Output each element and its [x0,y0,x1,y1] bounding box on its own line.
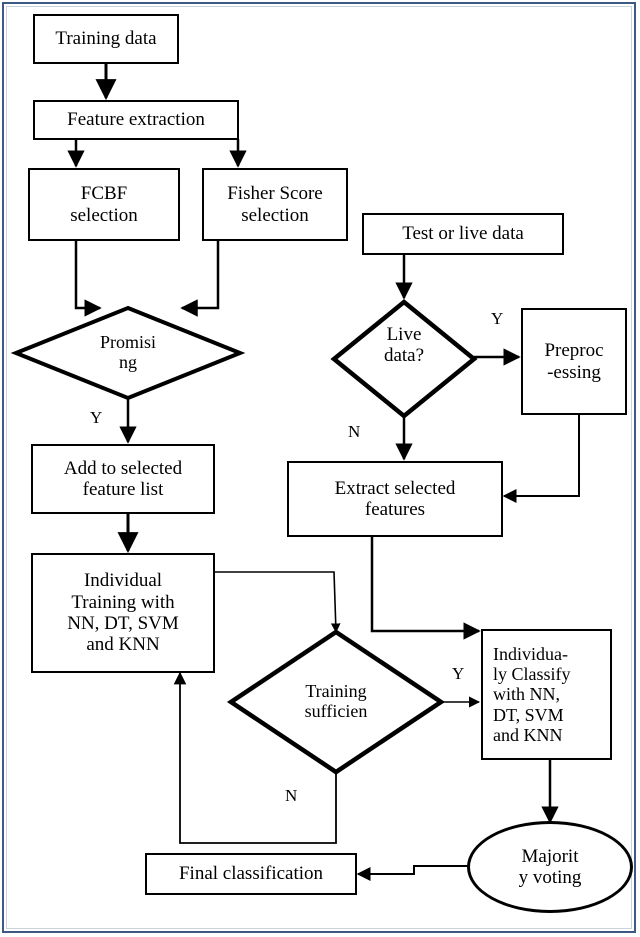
node-preprocessing[interactable]: Preproc -essing [521,308,627,415]
node-final-classification[interactable]: Final classification [145,853,357,895]
node-add-to-selected-feature-list[interactable]: Add to selected feature list [31,444,215,514]
node-feature-extraction[interactable]: Feature extraction [33,100,239,140]
node-training-data[interactable]: Training data [33,14,179,64]
live-data-diamond-shape [330,299,478,419]
edge-label-promising-yes: Y [90,408,103,427]
node-majority-voting[interactable]: Majorit y voting [467,821,633,913]
node-fcbf-selection[interactable]: FCBF selection [28,168,180,241]
node-individual-training[interactable]: Individual Training with NN, DT, SVM and… [31,553,215,673]
training-sufficient-diamond-shape [226,629,446,775]
node-promising[interactable]: Promisi ng [10,305,246,401]
node-test-or-live-data[interactable]: Test or live data [362,213,564,255]
edge-label-live-data-no: N [348,422,361,441]
node-individually-classify[interactable]: Individua- ly Classify with NN, DT, SVM … [481,629,612,760]
edge-label-training-yes: Y [452,664,465,683]
node-extract-selected-features[interactable]: Extract selected features [287,461,503,537]
node-fisher-score-selection[interactable]: Fisher Score selection [202,168,348,241]
edge-label-training-no: N [285,786,298,805]
promising-diamond-shape [10,305,246,401]
node-live-data[interactable]: Live data? [330,299,478,419]
node-training-sufficient[interactable]: Training sufficien [226,629,446,775]
edge-label-live-data-yes: Y [491,309,504,328]
